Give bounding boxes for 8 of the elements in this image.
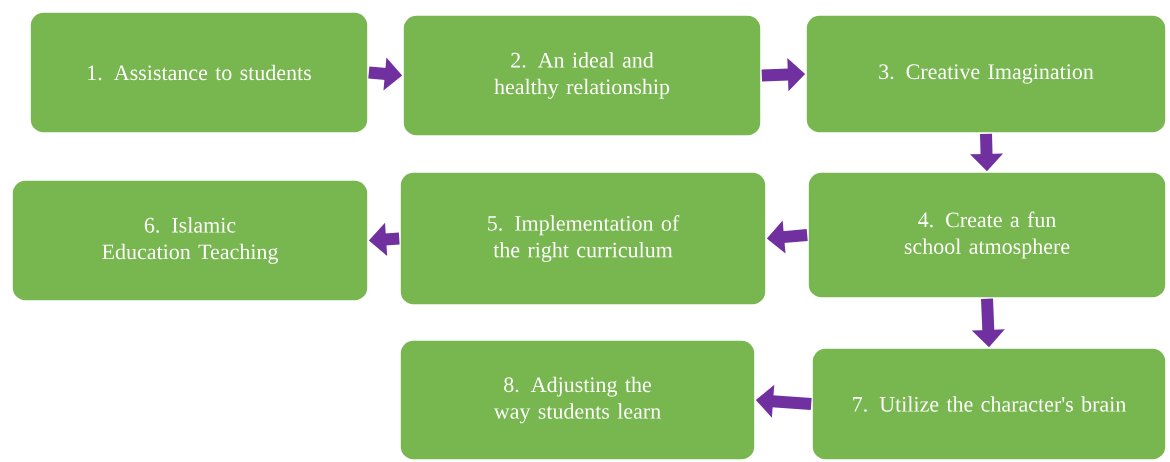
process-box: 5. Implementation of the right curriculum: [399, 171, 767, 306]
process-box: 7. Utilize the character's brain: [811, 347, 1167, 461]
process-box: 8. Adjusting the way students learn: [399, 339, 756, 461]
process-box: 1. Assistance to students: [29, 11, 369, 134]
process-box: 6. Islamic Education Teaching: [11, 179, 369, 302]
process-box: 2. An ideal and healthy relationship: [402, 14, 762, 137]
process-box: 4. Create a fun school atmosphere: [807, 171, 1167, 299]
process-box: 3. Creative Imagination: [805, 14, 1167, 134]
